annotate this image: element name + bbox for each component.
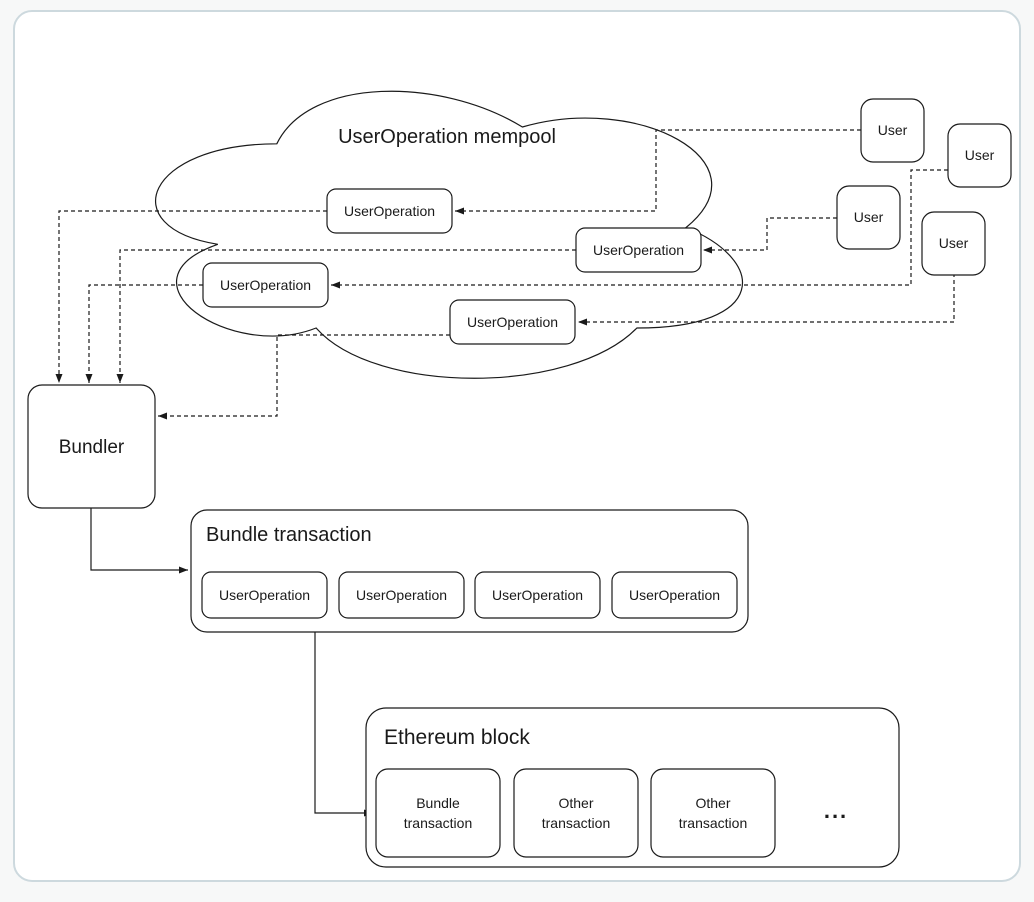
mempool-userop-4: UserOperation xyxy=(449,299,576,345)
userop-label: UserOperation xyxy=(467,314,558,330)
transaction-label-line2: transaction xyxy=(542,815,610,831)
bundle-userop-1: UserOperation xyxy=(201,571,328,619)
mempool-userop-3: UserOperation xyxy=(202,262,329,308)
user-label: User xyxy=(878,122,908,138)
userop-box xyxy=(201,571,328,619)
edge-user4-to-userop4 xyxy=(578,273,955,326)
transaction-label-line1: Other xyxy=(695,795,730,811)
transaction-label-line1: Other xyxy=(558,795,593,811)
userop-box xyxy=(338,571,465,619)
transaction-label-line1: Bundle xyxy=(416,795,460,811)
user-label: User xyxy=(965,147,995,163)
transaction-box xyxy=(375,768,501,858)
userop-label: UserOperation xyxy=(344,203,435,219)
eth-tx-box-1: Bundle transaction xyxy=(375,768,501,858)
edge-bundle-tx-to-eth-block xyxy=(314,632,373,817)
bundler: Bundler xyxy=(27,384,156,509)
userop-label: UserOperation xyxy=(220,277,311,293)
transaction-box xyxy=(513,768,639,858)
bundle-userop-3: UserOperation xyxy=(474,571,601,619)
transaction-label-line2: transaction xyxy=(404,815,472,831)
user-box-3: User xyxy=(836,185,901,250)
user-box xyxy=(921,211,986,276)
bundler-label: Bundler xyxy=(59,437,125,458)
userop-label: UserOperation xyxy=(593,242,684,258)
eth-tx-box-3: Other transaction xyxy=(650,768,776,858)
userop-label: UserOperation xyxy=(492,587,583,603)
user-box xyxy=(860,98,925,163)
userop-box xyxy=(611,571,738,619)
userop-box xyxy=(326,188,453,234)
user-box xyxy=(947,123,1012,188)
edge-userop2-to-bundler xyxy=(116,249,576,383)
userop-box xyxy=(449,299,576,345)
bundle-userop-2: UserOperation xyxy=(338,571,465,619)
bundle-transaction-title: Bundle transaction xyxy=(206,524,372,546)
user-box xyxy=(836,185,901,250)
userop-box xyxy=(202,262,329,308)
edge-userop3-to-bundler xyxy=(85,284,203,383)
edge-user3-to-userop2 xyxy=(703,217,837,254)
mempool-userop-2: UserOperation xyxy=(575,227,702,273)
eth-more-ellipsis: ... xyxy=(824,798,848,823)
transaction-label-line2: transaction xyxy=(679,815,747,831)
bundler-box xyxy=(27,384,156,509)
user-label: User xyxy=(939,235,969,251)
transaction-box xyxy=(650,768,776,858)
edge-bundler-to-bundle-tx xyxy=(90,508,188,574)
mempool-cloud-label: UserOperation mempool xyxy=(338,126,556,148)
bundle-transaction-container: Bundle transaction UserOperation UserOpe… xyxy=(190,509,749,633)
bundle-transaction-box xyxy=(190,509,749,633)
ethereum-block-container: Ethereum block Bundle transaction Other … xyxy=(365,707,900,868)
userop-box xyxy=(474,571,601,619)
ethereum-block-title: Ethereum block xyxy=(384,726,530,749)
user-label: User xyxy=(854,209,884,225)
userop-label: UserOperation xyxy=(356,587,447,603)
bundle-userop-4: UserOperation xyxy=(611,571,738,619)
edge-user2-to-userop3 xyxy=(331,169,948,289)
eth-tx-box-2: Other transaction xyxy=(513,768,639,858)
user-box-2: User xyxy=(947,123,1012,188)
user-box-4: User xyxy=(921,211,986,276)
edge-userop1-to-bundler xyxy=(55,210,327,383)
userop-label: UserOperation xyxy=(629,587,720,603)
edge-userop4-to-bundler xyxy=(158,334,450,420)
mempool-userop-1: UserOperation xyxy=(326,188,453,234)
userop-box xyxy=(575,227,702,273)
edge-user1-to-userop1 xyxy=(455,129,861,215)
user-box-1: User xyxy=(860,98,925,163)
userop-label: UserOperation xyxy=(219,587,310,603)
